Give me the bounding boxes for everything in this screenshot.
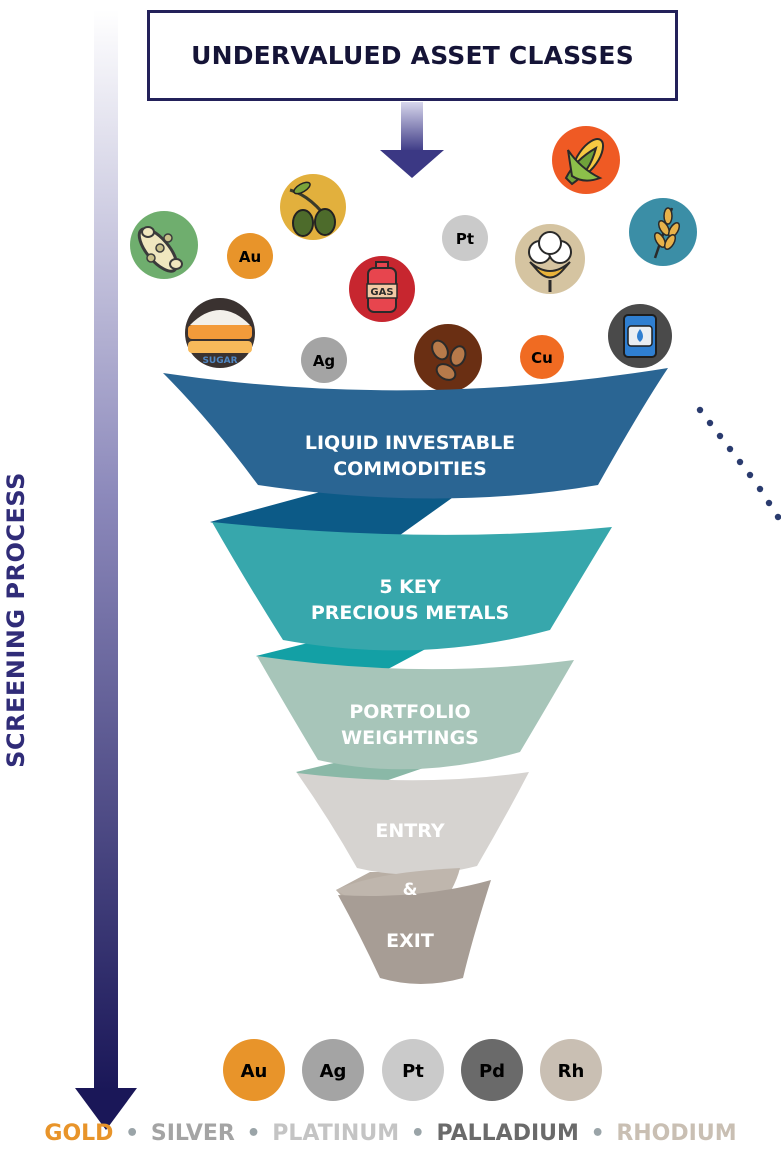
stage-1-line-1: LIQUID INVESTABLE — [304, 432, 516, 454]
funnel-stage-4 — [297, 772, 529, 875]
dotted-curve — [696, 406, 781, 521]
badge-platinum-label: Pt — [402, 1061, 424, 1082]
coffee-icon — [414, 324, 482, 392]
funnel-stage-3-text: PORTFOLIO WEIGHTINGS — [260, 699, 560, 751]
funnel-stage-2-text: 5 KEY PRECIOUS METALS — [260, 574, 560, 626]
badge-palladium: Pd — [461, 1039, 523, 1101]
gas-label: GAS — [370, 287, 393, 298]
stage-3-line-2: WEIGHTINGS — [341, 727, 479, 749]
separator-dot: • — [410, 1121, 425, 1146]
separator-dot: • — [125, 1121, 140, 1146]
olive-icon — [280, 174, 346, 240]
gold-icon: Au — [227, 233, 273, 279]
stage-2-line-2: PRECIOUS METALS — [310, 602, 510, 624]
stage-1-line-2: COMMODITIES — [333, 458, 487, 480]
badge-platinum: Pt — [382, 1039, 444, 1101]
oil-barrel-icon — [608, 304, 672, 368]
funnel-connector-1 — [210, 478, 480, 565]
platinum-icon-label: Pt — [456, 230, 474, 248]
badge-rhodium: Rh — [540, 1039, 602, 1101]
stage-6-line-1: EXIT — [386, 930, 434, 952]
badge-gold: Au — [223, 1039, 285, 1101]
funnel-stage-2 — [212, 522, 612, 651]
copper-icon-label: Cu — [531, 349, 553, 367]
soybean-icon — [130, 211, 198, 279]
silver-icon: Ag — [301, 337, 347, 383]
badge-palladium-label: Pd — [479, 1061, 505, 1082]
stage-5-line-1: & — [402, 880, 418, 900]
metal-name-rhodium: RHODIUM — [616, 1121, 737, 1146]
metal-name-palladium: PALLADIUM — [436, 1121, 579, 1146]
gold-icon-label: Au — [239, 248, 261, 266]
platinum-icon: Pt — [442, 215, 488, 261]
funnel-stage-1-text: LIQUID INVESTABLE COMMODITIES — [240, 430, 580, 482]
silver-icon-label: Ag — [313, 352, 335, 370]
arrow-head — [75, 1088, 137, 1130]
metal-name-platinum: PLATINUM — [272, 1121, 400, 1146]
gas-icon: GAS — [349, 256, 415, 322]
separator-dot: • — [590, 1121, 605, 1146]
metal-names-line: GOLD • SILVER • PLATINUM • PALLADIUM • R… — [0, 1121, 781, 1146]
funnel-stage-5-text: & — [310, 877, 510, 903]
funnel-stage-3 — [257, 656, 574, 770]
funnel-stage-6-text: EXIT — [310, 928, 510, 954]
separator-dot: • — [246, 1121, 261, 1146]
wheat-icon — [629, 198, 697, 266]
sugar-label: SUGAR — [202, 356, 237, 366]
funnel-stage-4-text: ENTRY — [310, 818, 510, 844]
stage-4-line-1: ENTRY — [375, 820, 445, 842]
funnel-stage-6 — [338, 880, 491, 984]
funnel-stage-1 — [163, 368, 668, 499]
sugar-icon: SUGAR — [185, 298, 255, 368]
badge-silver-label: Ag — [320, 1061, 347, 1082]
title-arrow-head — [380, 150, 444, 178]
title-arrow-shaft — [401, 102, 423, 152]
copper-icon: Cu — [520, 335, 564, 379]
metal-name-gold: GOLD — [44, 1121, 114, 1146]
cotton-icon — [515, 224, 585, 294]
header-title-box: UNDERVALUED ASSET CLASSES — [147, 10, 678, 101]
badge-gold-label: Au — [241, 1061, 268, 1082]
header-title: UNDERVALUED ASSET CLASSES — [191, 41, 634, 70]
badge-silver: Ag — [302, 1039, 364, 1101]
badge-rhodium-label: Rh — [558, 1061, 585, 1082]
metal-name-silver: SILVER — [150, 1121, 235, 1146]
arrow-shaft — [94, 10, 118, 1090]
stage-2-line-1: 5 KEY — [379, 576, 441, 598]
stage-3-line-1: PORTFOLIO — [349, 701, 471, 723]
corn-icon — [552, 126, 620, 194]
